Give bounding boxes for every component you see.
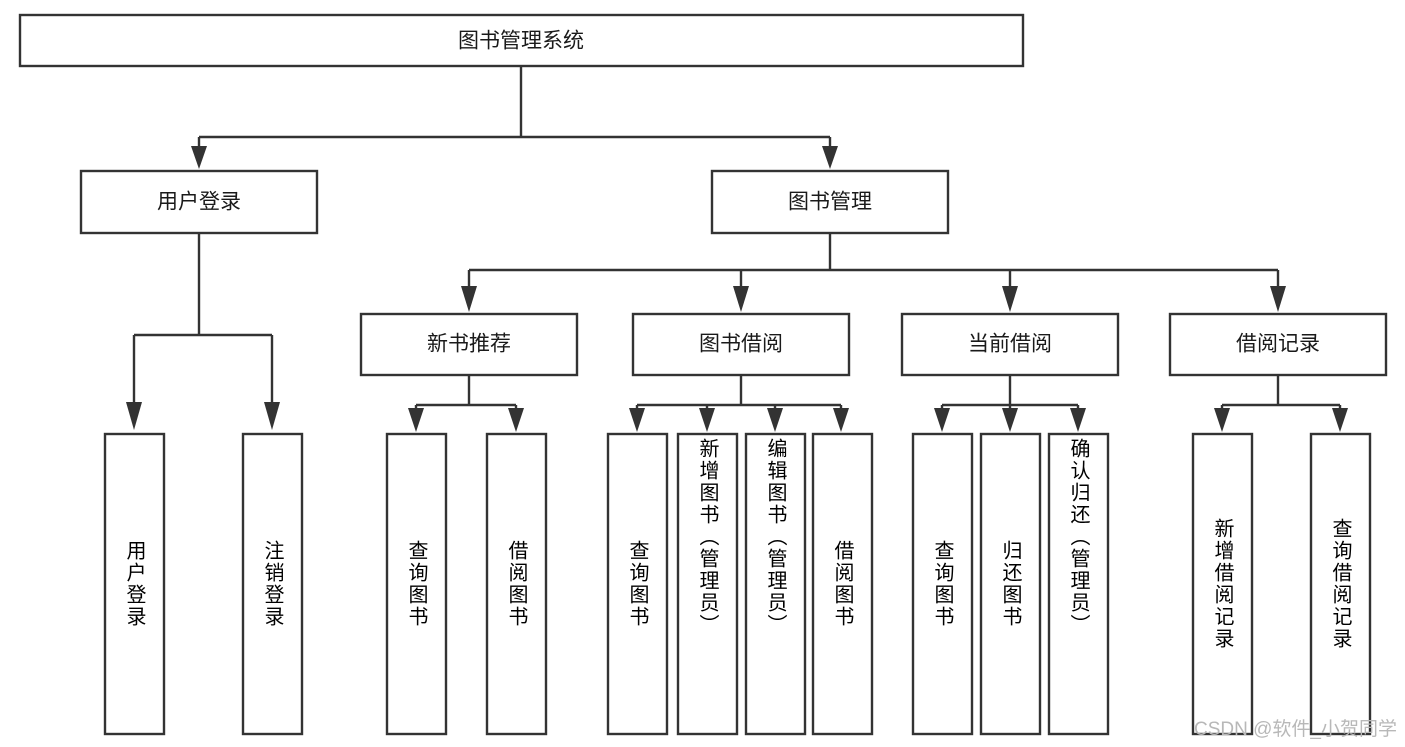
arrow-to-leaf-query-book-2 <box>629 408 645 432</box>
node-leaf-logout-login-box[interactable] <box>241 432 304 736</box>
node-leaf-add-borrow-record[interactable]: 新增借阅记录 <box>1191 432 1254 736</box>
node-leaf-return-book-box[interactable] <box>979 432 1042 736</box>
node-leaf-query-book-2-box[interactable] <box>606 432 669 736</box>
node-leaf-return-book[interactable]: 归还图书 <box>979 432 1042 736</box>
node-leaf-confirm-return-admin-label: 确认归还（管理员） <box>1067 438 1089 636</box>
node-leaf-borrow-book-1-label: 借阅图书 <box>505 540 527 628</box>
node-leaf-confirm-return-admin-box[interactable] <box>1047 432 1110 736</box>
node-leaf-query-book-1-label: 查询图书 <box>405 540 427 628</box>
node-leaf-query-book-1-box[interactable] <box>385 432 448 736</box>
node-user-login[interactable]: 用户登录 <box>79 169 319 235</box>
node-user-login-label: 用户登录 <box>157 191 241 214</box>
arrow-to-user-login <box>191 146 207 169</box>
node-leaf-query-borrow-record-box[interactable] <box>1309 432 1372 736</box>
node-leaf-user-login-label: 用户登录 <box>123 540 145 628</box>
node-leaf-query-book-2-label: 查询图书 <box>626 540 648 628</box>
node-current-borrow[interactable]: 当前借阅 <box>900 312 1120 377</box>
node-book-borrow-box[interactable] <box>631 312 851 377</box>
node-leaf-query-book-1[interactable]: 查询图书 <box>385 432 448 736</box>
node-root-label: 图书管理系统 <box>458 30 584 53</box>
arrow-to-leaf-user-login <box>126 402 142 430</box>
arrow-to-new-book-recommend <box>461 286 477 312</box>
node-leaf-edit-book-admin[interactable]: 编辑图书（管理员） <box>744 432 807 736</box>
node-book-management-label: 图书管理 <box>788 191 872 214</box>
node-borrow-record-label: 借阅记录 <box>1236 333 1320 356</box>
node-leaf-return-book-label: 归还图书 <box>999 540 1021 628</box>
node-leaf-logout-login[interactable]: 注销登录 <box>241 432 304 736</box>
node-leaf-add-borrow-record-label: 新增借阅记录 <box>1211 518 1233 650</box>
arrow-to-leaf-query-borrow-record <box>1332 408 1348 432</box>
node-current-borrow-label: 当前借阅 <box>968 333 1052 356</box>
node-leaf-borrow-book-1[interactable]: 借阅图书 <box>485 432 548 736</box>
arrow-to-current-borrow <box>1002 286 1018 312</box>
node-leaf-borrow-book-1-box[interactable] <box>485 432 548 736</box>
node-root-box[interactable] <box>18 13 1025 68</box>
arrow-to-leaf-edit-book-admin <box>767 408 783 432</box>
arrow-to-leaf-add-book-admin <box>699 408 715 432</box>
arrow-to-leaf-query-book-1 <box>408 408 424 432</box>
node-leaf-edit-book-admin-box[interactable] <box>744 432 807 736</box>
node-leaf-add-book-admin-label: 新增图书（管理员） <box>696 438 718 636</box>
csdn-watermark: CSDN @软件_小贺同学 <box>1194 718 1397 740</box>
node-leaf-query-borrow-record-label: 查询借阅记录 <box>1329 518 1351 650</box>
node-borrow-record[interactable]: 借阅记录 <box>1168 312 1388 377</box>
node-book-borrow-label: 图书借阅 <box>699 333 783 356</box>
node-book-management[interactable]: 图书管理 <box>710 169 950 235</box>
node-leaf-borrow-book-2-box[interactable] <box>811 432 874 736</box>
node-user-login-box[interactable] <box>79 169 319 235</box>
node-leaf-query-borrow-record[interactable]: 查询借阅记录 <box>1309 432 1372 736</box>
node-leaf-user-login[interactable]: 用户登录 <box>103 432 166 736</box>
connectors <box>126 66 1348 432</box>
arrow-to-book-management <box>822 146 838 169</box>
node-leaf-query-book-3-box[interactable] <box>911 432 974 736</box>
arrow-to-leaf-borrow-book-1 <box>508 408 524 432</box>
arrow-to-leaf-query-book-3 <box>934 408 950 432</box>
node-leaf-add-book-admin-box[interactable] <box>676 432 739 736</box>
arrow-to-leaf-logout-login <box>264 402 280 430</box>
node-leaf-borrow-book-2[interactable]: 借阅图书 <box>811 432 874 736</box>
node-leaf-query-book-3[interactable]: 查询图书 <box>911 432 974 736</box>
arrow-to-leaf-add-borrow-record <box>1214 408 1230 432</box>
node-borrow-record-box[interactable] <box>1168 312 1388 377</box>
node-leaf-user-login-box[interactable] <box>103 432 166 736</box>
node-new-book-recommend[interactable]: 新书推荐 <box>359 312 579 377</box>
node-leaf-query-book-3-label: 查询图书 <box>931 540 953 628</box>
node-leaf-borrow-book-2-label: 借阅图书 <box>831 540 853 628</box>
arrow-to-book-borrow <box>733 286 749 312</box>
node-book-management-box[interactable] <box>710 169 950 235</box>
node-current-borrow-box[interactable] <box>900 312 1120 377</box>
node-book-borrow[interactable]: 图书借阅 <box>631 312 851 377</box>
arrow-to-leaf-return-book <box>1002 408 1018 432</box>
arrow-to-borrow-record <box>1270 286 1286 312</box>
node-leaf-query-book-2[interactable]: 查询图书 <box>606 432 669 736</box>
node-leaf-confirm-return-admin[interactable]: 确认归还（管理员） <box>1047 432 1110 736</box>
node-leaf-logout-login-label: 注销登录 <box>261 540 283 628</box>
node-leaf-add-book-admin[interactable]: 新增图书（管理员） <box>676 432 739 736</box>
node-leaf-edit-book-admin-label: 编辑图书（管理员） <box>764 438 786 636</box>
arrow-to-leaf-borrow-book-2 <box>833 408 849 432</box>
node-new-book-recommend-box[interactable] <box>359 312 579 377</box>
arrow-to-leaf-confirm-return-admin <box>1070 408 1086 432</box>
node-new-book-recommend-label: 新书推荐 <box>427 333 511 356</box>
node-leaf-add-borrow-record-box[interactable] <box>1191 432 1254 736</box>
node-root[interactable]: 图书管理系统 <box>18 13 1025 68</box>
